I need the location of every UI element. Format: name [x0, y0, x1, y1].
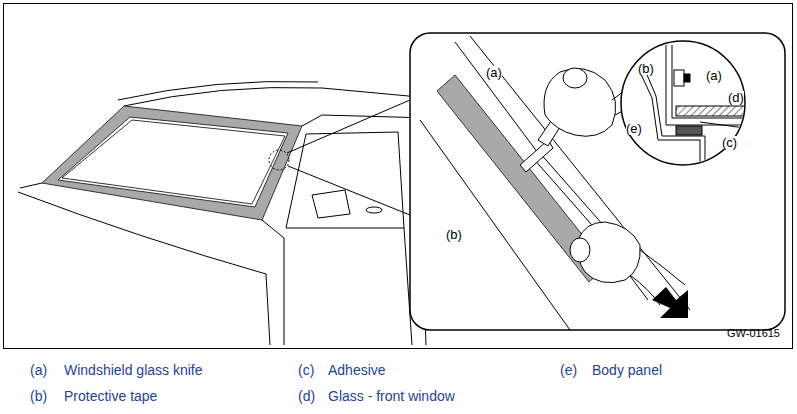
leader-line	[287, 100, 410, 153]
key-letter: (e)	[560, 363, 577, 377]
car-outline	[18, 81, 430, 345]
callout-letter: (b)	[638, 62, 654, 75]
body-panel-section	[640, 72, 700, 170]
knife-bolt	[674, 70, 684, 86]
upper-hand	[544, 68, 616, 136]
glass-section	[676, 106, 756, 116]
adhesive-bead	[676, 126, 702, 135]
thumb	[563, 68, 587, 88]
knife-bolt	[684, 74, 690, 82]
callout-letter: (d)	[728, 91, 744, 104]
windshield-glass	[62, 120, 285, 204]
key-text: Protective tape	[64, 389, 157, 403]
key-letter: (c)	[298, 363, 314, 377]
key-text: Glass - front window	[328, 389, 455, 403]
roof-line	[118, 81, 318, 100]
key-text: Body panel	[592, 363, 662, 377]
side-window	[286, 132, 404, 228]
cut-line	[700, 122, 760, 130]
thumb	[570, 238, 590, 262]
knife-guide	[672, 45, 760, 118]
callout-circle	[269, 150, 289, 170]
knife-guide	[666, 45, 760, 125]
mirror	[312, 190, 350, 218]
leader-line	[288, 166, 410, 215]
figure-frame	[4, 4, 793, 349]
callout-letter: (a)	[486, 66, 502, 79]
key-letter: (b)	[30, 389, 47, 403]
key-letter: (a)	[30, 363, 47, 377]
figure-code: GW-01615	[727, 328, 780, 339]
callout-letter: (a)	[706, 69, 722, 82]
section-inset	[621, 41, 745, 165]
key-letter: (d)	[298, 389, 315, 403]
door-handle	[366, 207, 382, 213]
body-panel-section	[645, 70, 705, 170]
key-text: Adhesive	[328, 363, 386, 377]
door-edge	[262, 220, 284, 345]
callout-letter: (b)	[446, 228, 462, 241]
knife-blade	[533, 152, 604, 232]
hood-line	[20, 183, 42, 188]
fender-line	[266, 274, 270, 345]
key-text: Windshield glass knife	[64, 363, 203, 377]
pull-arrow	[652, 287, 688, 318]
protective-tape-band	[42, 106, 302, 220]
detail-panel	[410, 33, 785, 330]
pillar-line	[455, 42, 648, 300]
callout-letter: (e)	[626, 122, 642, 135]
callout-letter: (c)	[722, 136, 737, 149]
